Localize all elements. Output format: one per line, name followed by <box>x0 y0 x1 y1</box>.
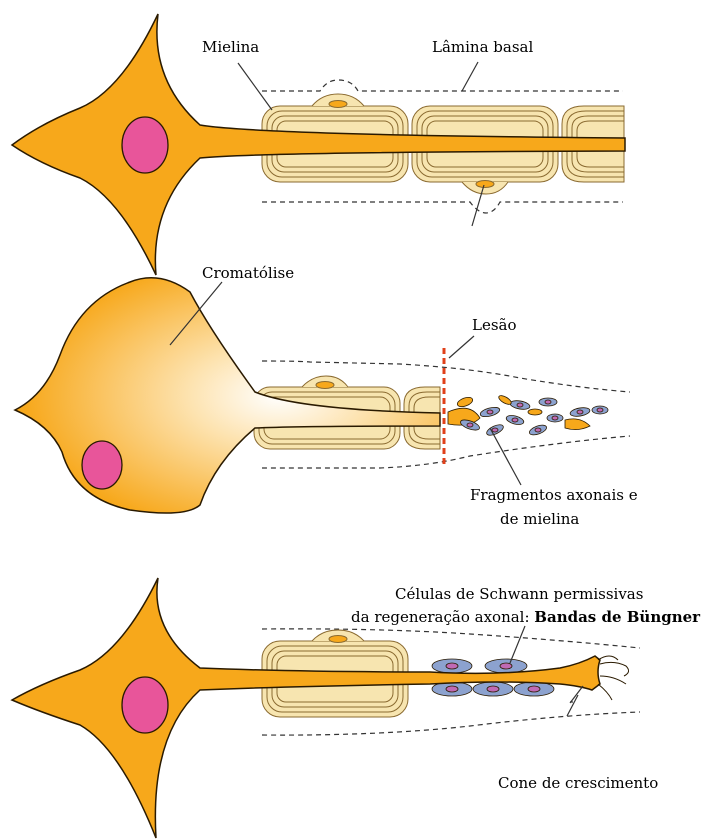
label-fragmentos-line1: Fragmentos axonais e <box>470 486 638 504</box>
label-lesao: Lesão <box>472 316 517 334</box>
label-cone-de-crescimento: Cone de crescimento <box>498 774 658 792</box>
label-schwann-line1: Células de Schwann permissivas <box>395 585 643 603</box>
label-mielina: Mielina <box>202 38 259 56</box>
label-cromatolise: Cromatólise <box>202 264 294 282</box>
schwann-nucleus-icon <box>316 382 334 389</box>
panel-lesion <box>15 278 630 513</box>
nucleus-icon <box>122 677 168 733</box>
nucleus-icon <box>122 117 168 173</box>
label-schwann-line2: da regeneração axonal: Bandas de Büngner <box>351 608 701 626</box>
label-schwann-prefix: da regeneração axonal: <box>351 608 534 626</box>
schwann-nucleus-icon <box>329 101 347 108</box>
label-bandas-de-bungner: Bandas de Büngner <box>534 608 701 626</box>
axon-myelin-fragments <box>448 394 608 438</box>
label-lamina-basal: Lâmina basal <box>432 38 533 56</box>
schwann-nucleus-icon <box>329 636 347 643</box>
schwann-nucleus-icon <box>476 181 494 188</box>
label-fragmentos-line2: de mielina <box>500 510 579 528</box>
nucleus-icon <box>82 441 122 489</box>
growth-cone-filopodia-icon <box>598 656 629 700</box>
